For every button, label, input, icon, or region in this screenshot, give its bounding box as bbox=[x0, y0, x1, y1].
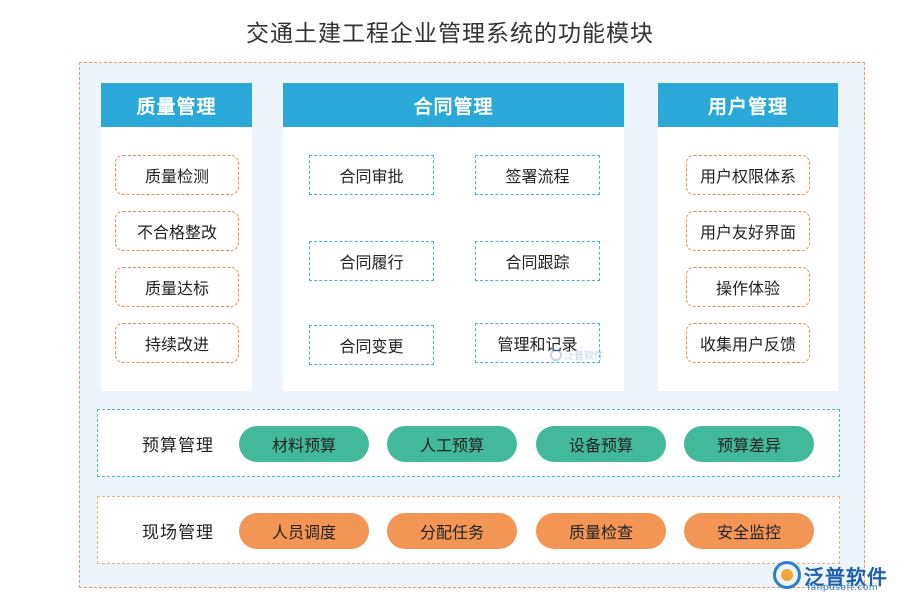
user-item: 收集用户反馈 bbox=[686, 323, 810, 363]
contract-item: 合同跟踪 bbox=[475, 241, 600, 281]
quality-management-header: 质量管理 bbox=[101, 83, 252, 127]
budget-item: 设备预算 bbox=[536, 426, 666, 462]
site-item: 人员调度 bbox=[239, 513, 369, 549]
site-item: 分配任务 bbox=[387, 513, 517, 549]
watermark-logo-icon bbox=[550, 348, 562, 361]
user-item: 用户友好界面 bbox=[686, 211, 810, 251]
quality-item: 不合格整改 bbox=[115, 211, 239, 251]
watermark: 泛普软件 bbox=[550, 347, 604, 362]
budget-management-label: 预算管理 bbox=[142, 435, 214, 456]
brand-domain: fanpusoft.com bbox=[807, 583, 879, 593]
budget-item: 人工预算 bbox=[387, 426, 517, 462]
user-management-header: 用户管理 bbox=[658, 83, 838, 127]
user-management-column: 用户管理 用户权限体系 用户友好界面 操作体验 收集用户反馈 bbox=[658, 83, 838, 391]
contract-management-column: 合同管理 合同审批 签署流程 合同履行 合同跟踪 合同变更 管理和记录 bbox=[283, 83, 624, 391]
quality-item: 质量达标 bbox=[115, 267, 239, 307]
contract-item: 合同履行 bbox=[309, 241, 434, 281]
diagram-title: 交通土建工程企业管理系统的功能模块 bbox=[246, 21, 654, 47]
site-item: 质量检查 bbox=[536, 513, 666, 549]
quality-item: 持续改进 bbox=[115, 323, 239, 363]
contract-item: 签署流程 bbox=[475, 155, 600, 195]
contract-item: 合同审批 bbox=[309, 155, 434, 195]
brand-logo-icon bbox=[773, 561, 801, 589]
budget-item: 预算差异 bbox=[684, 426, 814, 462]
quality-item: 质量检测 bbox=[115, 155, 239, 195]
watermark-text: 泛普软件 bbox=[564, 351, 604, 362]
contract-management-header: 合同管理 bbox=[283, 83, 624, 127]
brand-name: 泛普软件 bbox=[804, 564, 888, 589]
user-item: 用户权限体系 bbox=[686, 155, 810, 195]
brand-logo: 泛普软件 fanpusoft.com bbox=[773, 553, 895, 597]
budget-item: 材料预算 bbox=[239, 426, 369, 462]
contract-item: 合同变更 bbox=[309, 325, 434, 365]
user-item: 操作体验 bbox=[686, 267, 810, 307]
budget-management-band: 预算管理 材料预算 人工预算 设备预算 预算差异 bbox=[97, 409, 840, 477]
site-item: 安全监控 bbox=[684, 513, 814, 549]
site-management-label: 现场管理 bbox=[142, 522, 214, 543]
site-management-band: 现场管理 人员调度 分配任务 质量检查 安全监控 bbox=[97, 496, 840, 564]
quality-management-column: 质量管理 质量检测 不合格整改 质量达标 持续改进 bbox=[101, 83, 252, 391]
